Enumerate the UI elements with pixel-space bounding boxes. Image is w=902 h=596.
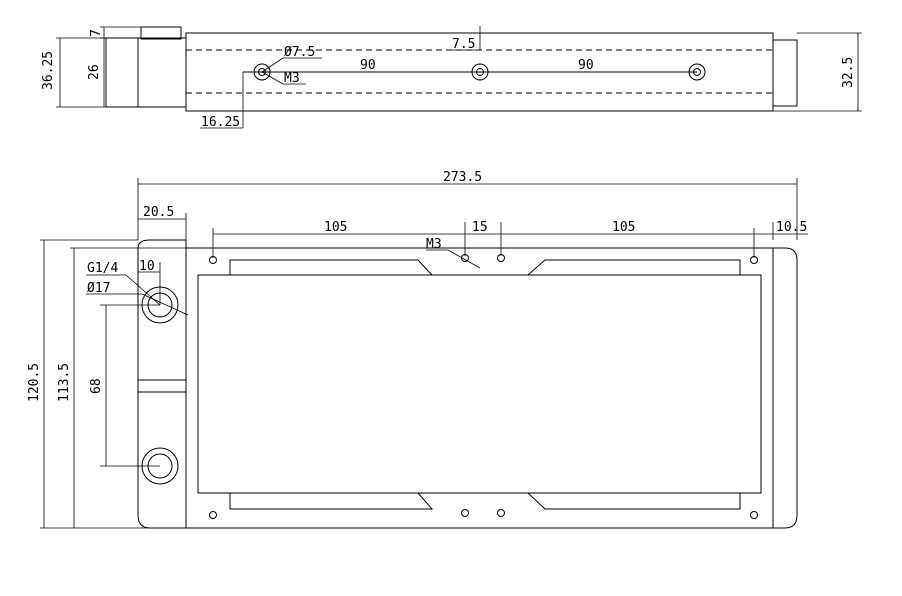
label-g1-4: G1/4 — [87, 261, 118, 276]
dim-7: 7 — [89, 29, 104, 37]
dim-105-left: 105 — [324, 220, 347, 235]
dim-hole-7-5: Ø7.5 — [284, 45, 315, 60]
dim-15: 15 — [472, 220, 488, 235]
left-end-tank — [137, 239, 187, 529]
dim-16-25: 16.25 — [201, 115, 240, 130]
dim-90-a: 90 — [360, 58, 376, 73]
dim-17: Ø17 — [87, 281, 110, 296]
dim-90-b: 90 — [578, 58, 594, 73]
top-hole-3 — [688, 63, 706, 81]
dim-36-25: 36.25 — [41, 51, 56, 90]
top-hole-1 — [253, 63, 271, 81]
label-m3-top: M3 — [284, 71, 300, 86]
mount-hole — [497, 509, 505, 517]
top-hole-2 — [471, 63, 489, 81]
mount-hole — [209, 511, 217, 519]
dim-273-5: 273.5 — [443, 170, 482, 185]
front-view: 273.5 20.5 105 15 105 10.5 M3 G1/4 10 Ø1… — [27, 170, 808, 529]
dim-10-5: 10.5 — [776, 220, 807, 235]
fin-core — [197, 274, 762, 494]
top-right-tank — [772, 39, 798, 107]
dim-105-right: 105 — [612, 220, 635, 235]
right-end-tank — [772, 247, 798, 529]
mount-hole — [461, 509, 469, 517]
dim-26: 26 — [87, 64, 102, 80]
dim-7-5: 7.5 — [452, 37, 475, 52]
bottom-fin-tab-left — [229, 492, 434, 510]
core-frame — [185, 247, 774, 529]
top-fin-tab-left — [229, 259, 434, 276]
dim-120-5: 120.5 — [27, 363, 42, 402]
mount-hole — [750, 511, 758, 519]
top-view: 7 36.25 26 Ø7.5 M3 7.5 90 90 16.25 32.5 — [41, 26, 862, 130]
dim-68: 68 — [89, 378, 104, 394]
label-m3-front: M3 — [426, 237, 442, 252]
dim-10: 10 — [139, 259, 155, 274]
top-end-tank — [105, 37, 187, 108]
bottom-fin-tab-right — [526, 492, 741, 510]
top-fin-tab-right — [526, 259, 741, 276]
dim-113-5: 113.5 — [57, 363, 72, 402]
dim-32-5: 32.5 — [841, 57, 856, 88]
top-fitting — [140, 26, 182, 40]
dim-20-5: 20.5 — [143, 205, 174, 220]
